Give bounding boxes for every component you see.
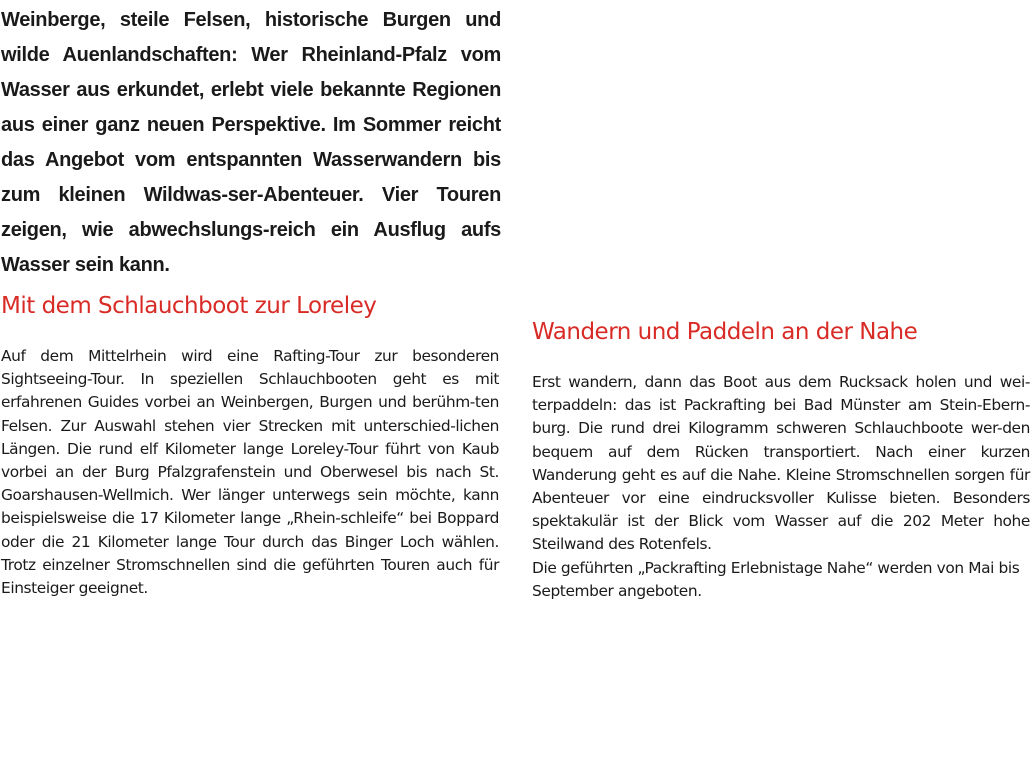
section-nahe: Wandern und Paddeln an der Nahe Erst wan…: [532, 314, 1030, 603]
section-body-loreley: Auf dem Mittelrhein wird eine Rafting-To…: [1, 347, 499, 598]
section-heading-loreley: Mit dem Schlauchboot zur Loreley: [1, 293, 377, 319]
intro-paragraph: Weinberge, steile Felsen, historische Bu…: [1, 9, 501, 276]
section-body-nahe: Erst wandern, dann das Boot aus dem Ruck…: [532, 371, 1030, 603]
section-body-nahe-tail: Die geführten „Packrafting Erlebnistage …: [532, 558, 1020, 600]
section-body-nahe-main: Erst wandern, dann das Boot aus dem Ruck…: [532, 373, 1030, 554]
section-heading-nahe: Wandern und Paddeln an der Nahe: [532, 319, 918, 345]
section-loreley: Mit dem Schlauchboot zur Loreley Auf dem…: [1, 288, 499, 600]
